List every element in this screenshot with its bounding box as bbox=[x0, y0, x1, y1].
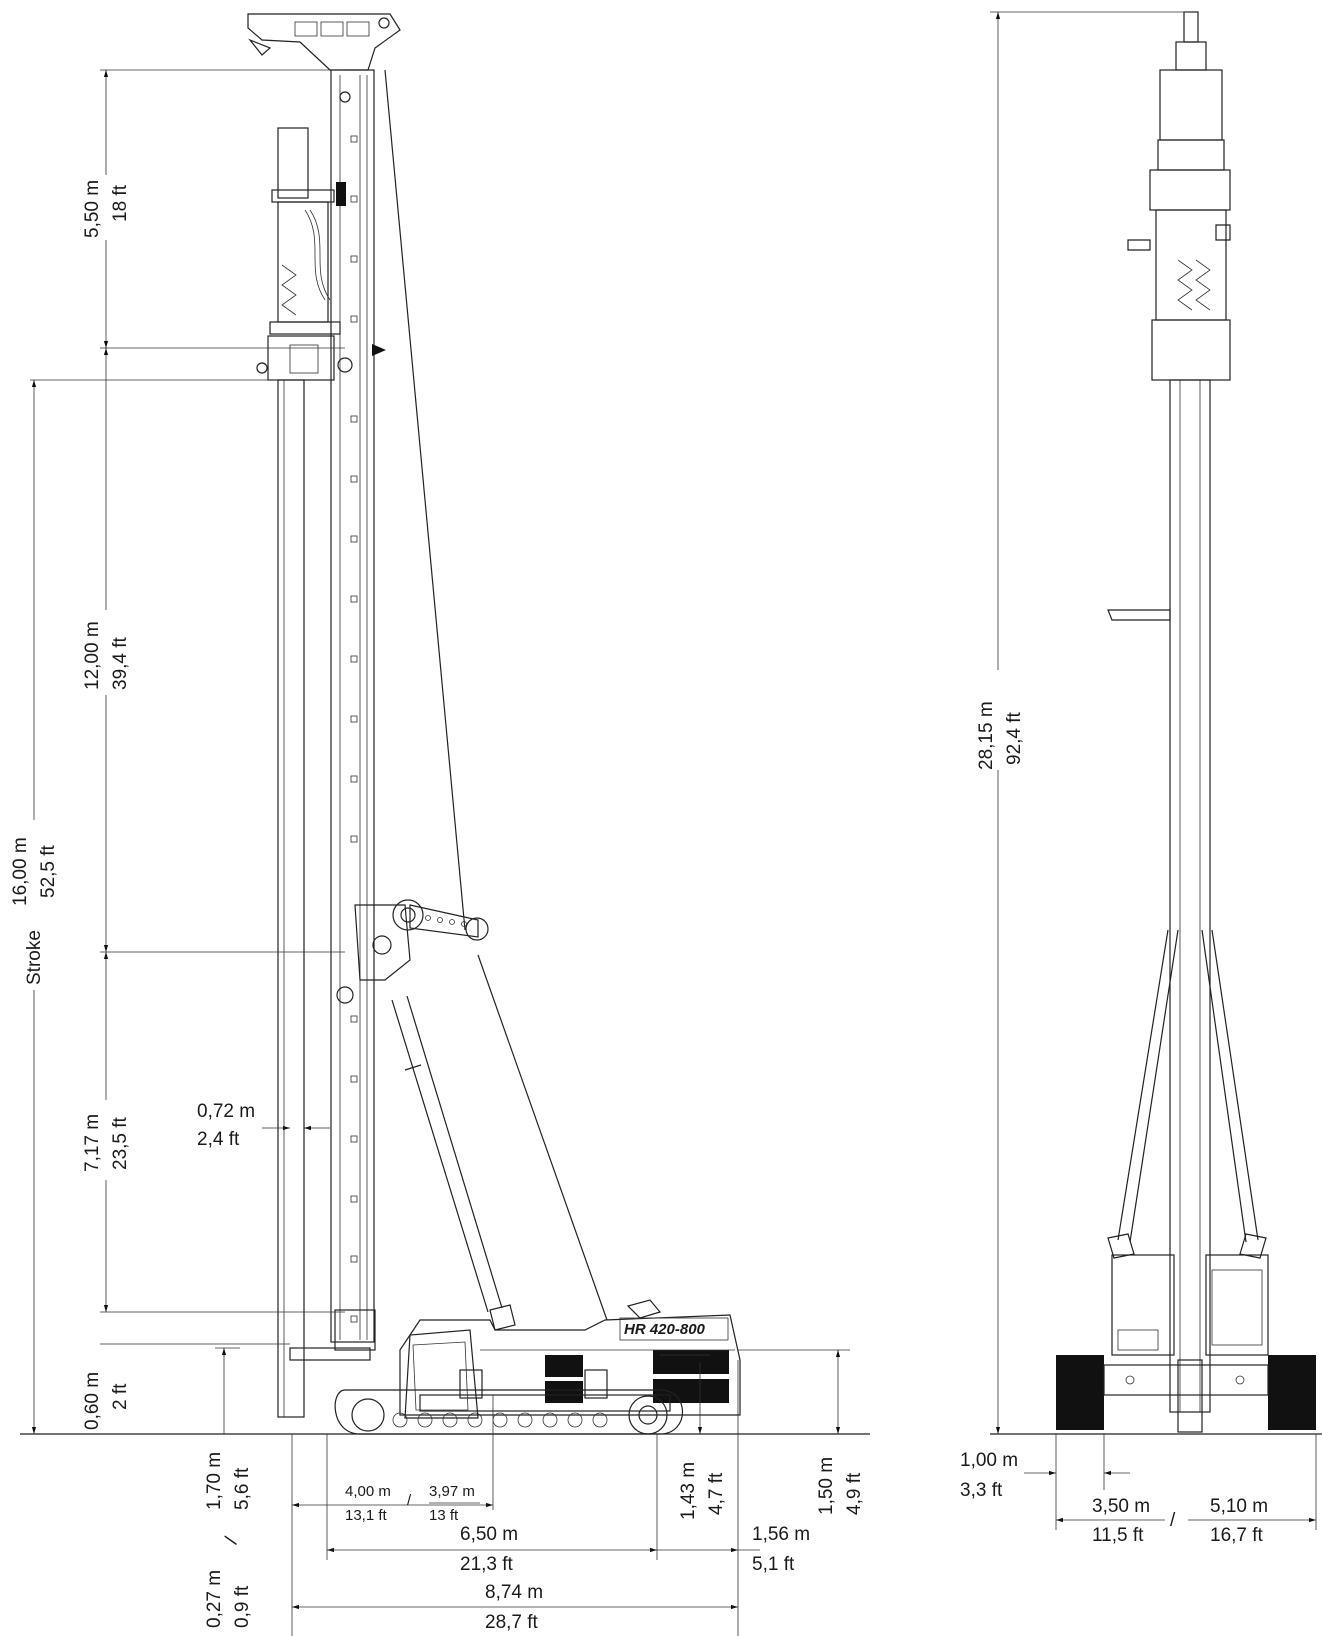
front-cylinders bbox=[1107, 929, 1267, 1259]
dim-upper-imperial: 39,4 ft bbox=[110, 636, 131, 690]
dim-radius-a-imperial: 13,1 ft bbox=[345, 1507, 388, 1524]
dim-clear-b-imperial: 0,9 ft bbox=[232, 1585, 253, 1628]
front-view: 28,15 m 92,4 ft 1,00 m 3,3 ft 3,50 m 11,… bbox=[960, 11, 1322, 1546]
dim-counterweight-height-metric: 1,50 m bbox=[816, 1457, 837, 1515]
dim-total-length-metric: 8,74 m bbox=[485, 1582, 543, 1603]
dim-stroke-metric: 16,00 m bbox=[10, 837, 31, 906]
model-label: HR 420-800 bbox=[624, 1321, 706, 1338]
dim-clear-sep: / bbox=[221, 1534, 243, 1547]
dim-radius-sep: / bbox=[407, 1492, 412, 1509]
dim-track-length-metric: 6,50 m bbox=[460, 1524, 518, 1545]
mast-cylinder bbox=[391, 995, 516, 1331]
front-dim-total-height-imperial: 92,4 ft bbox=[1004, 711, 1025, 765]
rotary-drive bbox=[256, 127, 346, 381]
dim-counterweight-height-imperial: 4,9 ft bbox=[844, 1472, 865, 1515]
dim-lower-metric: 7,17 m bbox=[82, 1114, 103, 1172]
front-dim-width-sep: / bbox=[1170, 1510, 1176, 1531]
mast-foot bbox=[289, 1309, 376, 1361]
mast-head bbox=[247, 13, 401, 71]
front-dim-width-b-metric: 5,10 m bbox=[1210, 1496, 1268, 1517]
front-bracket bbox=[1107, 609, 1171, 621]
front-dim-width-a-metric: 3,50 m bbox=[1092, 1496, 1150, 1517]
dim-track-height-metric: 1,43 m bbox=[678, 1462, 699, 1520]
dim-top-imperial: 18 ft bbox=[110, 184, 131, 222]
front-mast bbox=[1169, 379, 1211, 1413]
mast bbox=[330, 69, 375, 1343]
dim-clear-b-metric: 0,27 m bbox=[204, 1570, 225, 1628]
side-view: HR 420-800 bbox=[10, 13, 870, 1636]
front-dim-width-b-imperial: 16,7 ft bbox=[1210, 1525, 1264, 1546]
front-dim-offset-metric: 1,00 m bbox=[960, 1450, 1018, 1471]
dim-radius-b-metric: 3,97 m bbox=[429, 1483, 475, 1500]
marker-icon bbox=[372, 344, 386, 356]
dim-offset-imperial: 2,4 ft bbox=[197, 1129, 240, 1150]
dim-offset-metric: 0,72 m bbox=[197, 1101, 255, 1122]
front-dim-width-a-imperial: 11,5 ft bbox=[1092, 1525, 1144, 1546]
front-upper-carriage bbox=[1111, 1254, 1269, 1356]
front-mast-head bbox=[1127, 11, 1231, 381]
drill-pipe bbox=[277, 379, 305, 1418]
dim-tail-metric: 1,56 m bbox=[752, 1524, 810, 1545]
front-dimensions: 28,15 m 92,4 ft 1,00 m 3,3 ft 3,50 m 11,… bbox=[960, 11, 1317, 1546]
dim-lower-imperial: 23,5 ft bbox=[110, 1116, 131, 1170]
dim-track-length-imperial: 21,3 ft bbox=[460, 1554, 514, 1575]
dim-radius-a-metric: 4,00 m bbox=[345, 1483, 391, 1500]
dim-clear-a-metric: 1,70 m bbox=[204, 1452, 225, 1510]
side-dimensions: 5,50 m 18 ft 12,00 m 39,4 ft 7,17 m 23,5… bbox=[10, 69, 865, 1636]
dim-upper-metric: 12,00 m bbox=[82, 621, 103, 690]
dim-clear-a-imperial: 5,6 ft bbox=[232, 1467, 253, 1510]
upper-carriage: HR 420-800 bbox=[399, 1299, 741, 1419]
dim-track-height-imperial: 4,7 ft bbox=[706, 1472, 727, 1515]
front-dim-total-height-metric: 28,15 m bbox=[976, 701, 997, 770]
dim-bottom-imperial: 2 ft bbox=[110, 1383, 131, 1410]
parallel-link bbox=[354, 899, 489, 981]
dim-total-length-imperial: 28,7 ft bbox=[485, 1612, 539, 1633]
crawler bbox=[334, 1369, 683, 1435]
dim-bottom-metric: 0,60 m bbox=[82, 1372, 103, 1430]
mast-holes bbox=[350, 135, 358, 1323]
rope-lower bbox=[477, 954, 608, 1321]
dim-top-metric: 5,50 m bbox=[82, 180, 103, 238]
front-tracks bbox=[1056, 1355, 1316, 1433]
dim-radius-b-imperial: 13 ft bbox=[429, 1507, 459, 1524]
rope bbox=[384, 69, 466, 931]
dim-stroke-label: Stroke bbox=[24, 930, 45, 985]
dim-stroke-imperial: 52,5 ft bbox=[38, 844, 59, 898]
front-dim-offset-imperial: 3,3 ft bbox=[960, 1480, 1003, 1501]
dim-tail-imperial: 5,1 ft bbox=[752, 1554, 795, 1575]
